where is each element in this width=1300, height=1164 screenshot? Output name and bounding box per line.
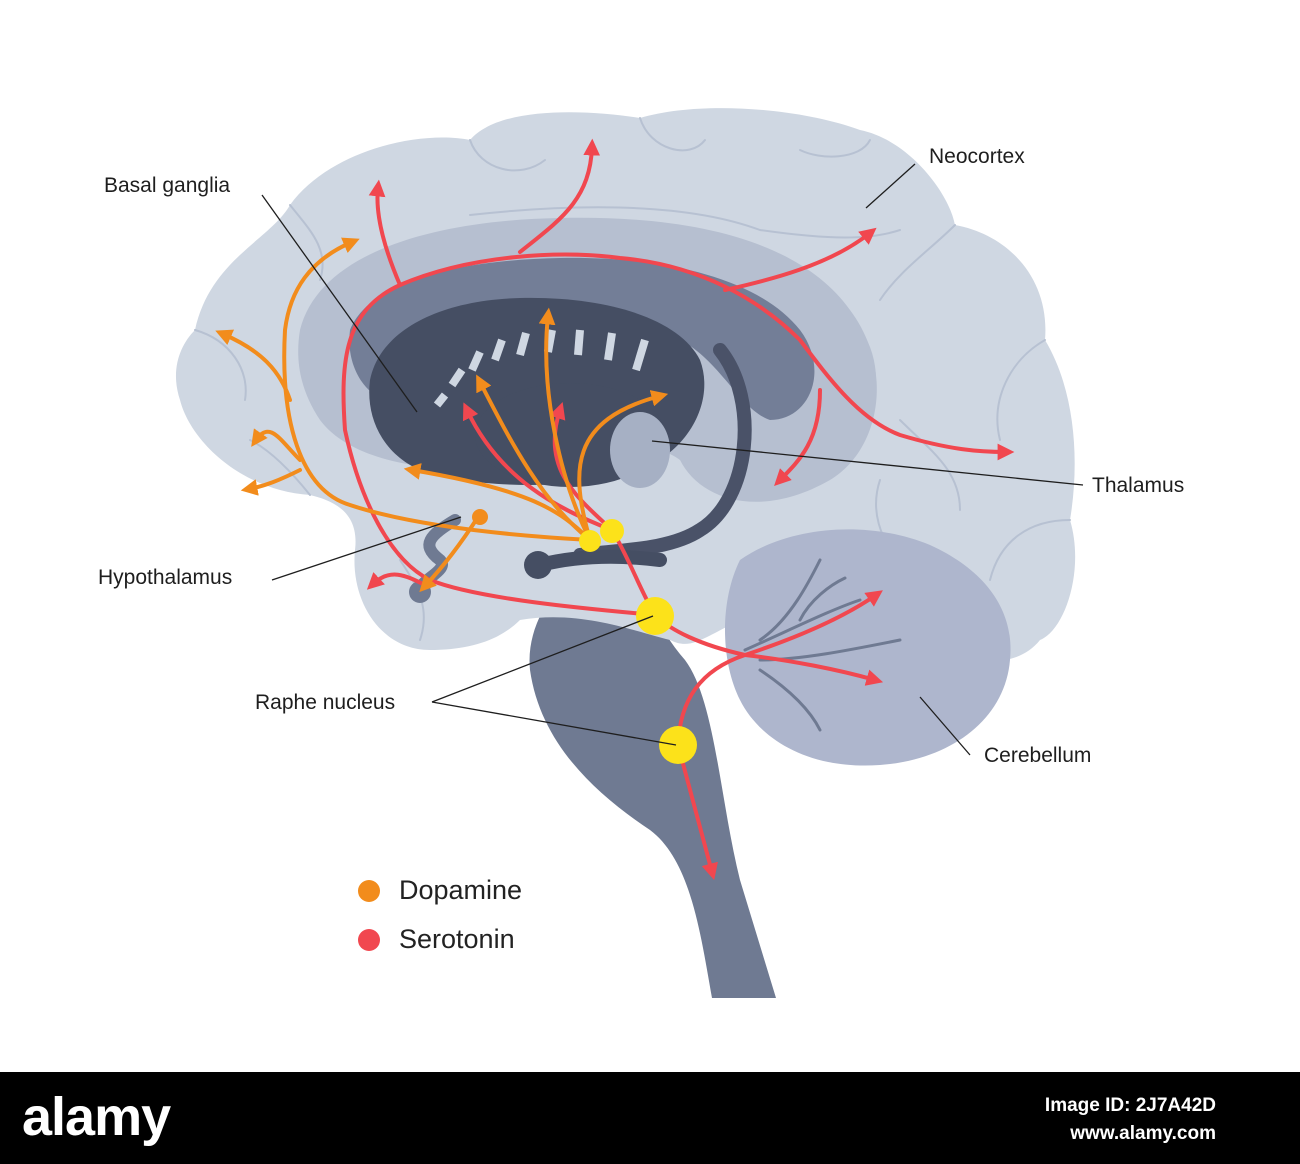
dopamine-pathway [240,468,302,496]
arbor-vitae [798,576,847,622]
gyrus-line [899,419,961,511]
gyrus-line [639,117,706,152]
stripe [604,332,616,361]
gyrus-line [194,329,247,401]
stripe [491,338,506,362]
dopamine-pathway [538,307,592,542]
label-thalamus: Thalamus [1092,474,1185,497]
stripe [433,392,449,408]
leader-line-thalamus [651,440,1084,486]
dopamine-node [472,509,488,525]
legend-dot-serotonin [358,928,380,951]
arbor-vitae [758,558,822,642]
gyrus-line [289,204,324,281]
brain-pathways-diagram [175,108,1084,998]
thalamus-highlight [610,412,670,488]
serotonin-nucleus [600,519,624,543]
serotonin-pathway [743,590,883,657]
raphe-nucleus-lower [659,726,697,764]
serotonin-pathway [723,227,877,292]
midbrain-tail [533,549,667,572]
mammillary-body [524,551,552,579]
footer-url: www.alamy.com [1070,1123,1216,1144]
legend-item-serotonin: Serotonin [358,926,515,953]
label-cerebellum: Cerebellum [984,744,1092,767]
stripe [574,329,584,356]
stripe [516,331,530,357]
label-hypothalamus: Hypothalamus [98,566,233,589]
dopamine-pathway [419,515,480,593]
corpus-callosum [349,257,815,420]
stripe [544,329,556,353]
serotonin-pathway [743,653,884,686]
leader-line-hypothalamus [271,516,462,581]
gyrus-line [996,339,1046,441]
legend-label: Dopamine [399,875,523,905]
arbor-vitae [758,668,822,732]
gyrus-line [799,139,871,158]
leader-line-raphe-lower [431,701,677,746]
stripe [448,367,466,388]
label-neocortex: Neocortex [929,145,1025,168]
dopamine-nucleus [579,530,601,552]
leader-line-cerebellum [919,696,971,756]
serotonin-pathway [368,179,402,287]
dopamine-pathway [577,390,669,542]
alamy-logo: alamy [22,1087,171,1147]
label-raphe-nucleus: Raphe nucleus [255,691,396,714]
leader-line-basal-ganglia [261,194,418,413]
watermark-footer: alamy Image ID: 2J7A42D www.alamy.com [0,1072,1300,1164]
raphe-nucleus-upper [636,597,674,635]
image-id-text: Image ID: 2J7A42D [1044,1095,1216,1116]
stripe [632,338,649,372]
serotonin-pathway [676,743,718,881]
gyrus-line [879,224,956,301]
stripe [468,350,484,372]
serotonin-pathway [462,402,614,532]
brainstem [529,540,776,998]
serotonin-pathway [518,138,601,254]
gyrus-line [469,139,546,172]
legend-dot-dopamine [358,879,380,902]
legend-label: Serotonin [399,924,515,954]
label-basal-ganglia: Basal ganglia [104,174,231,197]
dopamine-pathway [251,428,302,462]
dopamine-pathway [215,329,292,402]
gyrus-line [989,519,1071,581]
leader-line-neocortex [865,163,916,209]
serotonin-pathway [774,388,822,486]
leader-line-raphe-upper [431,615,654,703]
dopamine-pathway [476,374,592,542]
arbor-vitae [743,598,862,652]
legend-item-dopamine: Dopamine [358,877,522,904]
